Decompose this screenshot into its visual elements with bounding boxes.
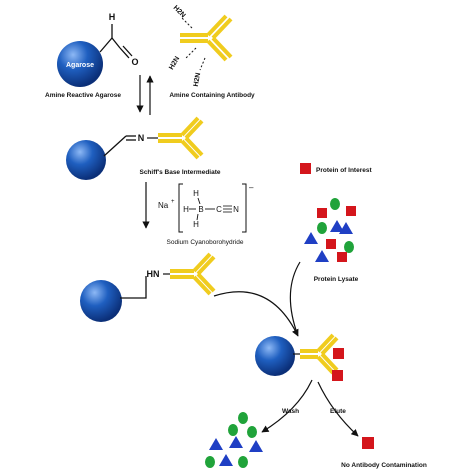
blue-triangle-icon xyxy=(330,220,344,232)
green-oval-icon xyxy=(238,456,248,468)
sphere-bead-icon xyxy=(80,280,122,322)
red-square-icon xyxy=(333,348,344,359)
blue-triangle-icon xyxy=(219,454,233,466)
amine-group-2: H2N xyxy=(168,55,181,71)
y-antibody-icon xyxy=(180,14,233,62)
reagent-b: B xyxy=(198,205,203,214)
blue-triangle-icon xyxy=(304,232,318,244)
reagent-h-left: H xyxy=(183,205,189,214)
na-charge: + xyxy=(171,199,175,205)
na: Na xyxy=(158,201,169,210)
blue-triangle-icon xyxy=(229,436,243,448)
y-antibody-icon xyxy=(300,333,339,375)
captured-complex xyxy=(255,333,344,381)
agarose-bead-label: Agarose xyxy=(66,62,94,69)
protein-of-interest-label: Protein of Interest xyxy=(316,167,372,174)
red-square-icon xyxy=(317,208,327,218)
sphere-bead-icon xyxy=(66,140,106,180)
green-oval-icon xyxy=(228,424,238,436)
sodium-cyanoborohydride: Na + – H H B C N H Sodium Cyanoborohydri… xyxy=(158,183,254,246)
aldehyde-linker xyxy=(99,36,121,53)
wash-arrow xyxy=(261,379,313,433)
sphere-bead-icon xyxy=(255,336,295,376)
washed-proteins xyxy=(205,412,263,468)
red-square-icon xyxy=(362,437,374,449)
amine-reactive-agarose-label: Amine Reactive Agarose xyxy=(45,92,121,99)
y-antibody-icon xyxy=(158,116,204,160)
reduced-conjugate: HN xyxy=(80,252,216,322)
reagent-h-bottom: H xyxy=(193,220,199,229)
green-oval-icon xyxy=(330,198,340,210)
amine-group-1: H2N xyxy=(172,5,187,20)
schiffs-base-intermediate: N Schiff's Base Intermediate xyxy=(66,116,221,180)
green-oval-icon xyxy=(205,456,215,468)
blue-triangle-icon xyxy=(209,438,223,450)
eluted-protein: No Antibody Contamination xyxy=(341,437,427,469)
red-square-icon xyxy=(337,252,347,262)
wash-label: Wash xyxy=(282,408,299,415)
reagent-charge: – xyxy=(249,183,254,192)
blue-triangle-icon xyxy=(339,222,353,234)
sodium-cyanoborohydride-label: Sodium Cyanoborohydride xyxy=(167,239,244,246)
aldehyde-h: H xyxy=(109,12,116,22)
lysate-to-capture-arrow xyxy=(289,261,301,331)
green-oval-icon xyxy=(344,241,354,253)
green-oval-icon xyxy=(317,222,327,234)
reagent-c: C xyxy=(216,205,222,214)
red-square-icon xyxy=(300,163,311,174)
conjugate-to-capture-arrow xyxy=(213,291,299,337)
y-antibody-icon xyxy=(170,252,216,296)
legend-protein-of-interest: Protein of Interest xyxy=(300,163,372,174)
red-square-icon xyxy=(326,239,336,249)
no-antibody-contamination-label: No Antibody Contamination xyxy=(341,462,427,469)
elute-label: Elute xyxy=(330,408,346,415)
sphere-bead-icon xyxy=(57,41,103,87)
aldehyde-o: O xyxy=(131,57,138,67)
elute-arrow xyxy=(317,381,359,437)
protein-lysate: Protein Lysate xyxy=(304,198,359,283)
amine-reactive-agarose: Agarose H O Amine Reactive Agarose xyxy=(45,12,139,99)
green-oval-icon xyxy=(238,412,248,424)
amine-containing-antibody-label: Amine Containing Antibody xyxy=(169,92,255,99)
amine-group-3: H2N xyxy=(193,72,202,87)
red-square-icon xyxy=(332,370,343,381)
blue-triangle-icon xyxy=(315,250,329,262)
blue-triangle-icon xyxy=(249,440,263,452)
protein-lysate-label: Protein Lysate xyxy=(314,276,359,283)
secondary-amine: HN xyxy=(147,269,160,279)
green-oval-icon xyxy=(247,426,257,438)
imine-n: N xyxy=(138,133,145,143)
reagent-h-top: H xyxy=(193,189,199,198)
amine-containing-antibody: H2N H2N H2N Amine Containing Antibody xyxy=(168,5,255,99)
schiffs-base-label: Schiff's Base Intermediate xyxy=(139,169,220,176)
red-square-icon xyxy=(346,206,356,216)
reagent-n: N xyxy=(233,205,239,214)
